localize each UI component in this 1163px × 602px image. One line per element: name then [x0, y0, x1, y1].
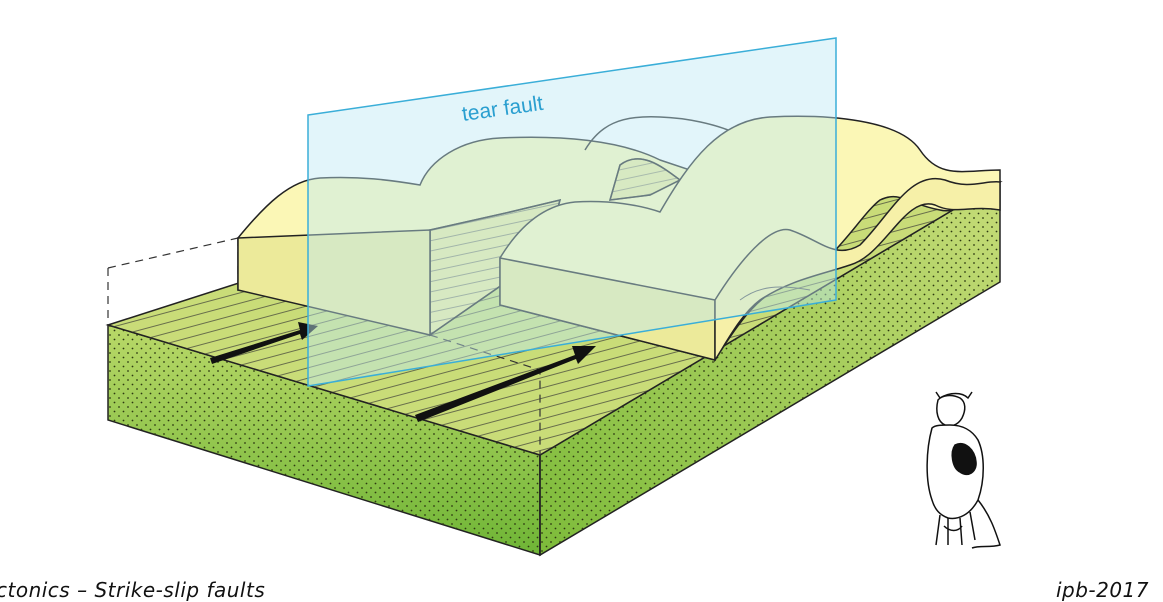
arrow-icon — [210, 322, 318, 364]
arrow-icon — [415, 346, 596, 422]
cow-icon — [926, 391, 1001, 549]
caption: ctonics – Strike-slip faults — [0, 578, 266, 602]
fold-front-face-left — [237, 229, 431, 336]
fold-layer-back — [237, 116, 729, 337]
tear-fault-plane: tear fault — [307, 37, 837, 387]
credit: ipb-2017 — [1055, 578, 1149, 602]
fold-layer-right — [499, 115, 1001, 363]
slip-arrows — [210, 322, 596, 422]
